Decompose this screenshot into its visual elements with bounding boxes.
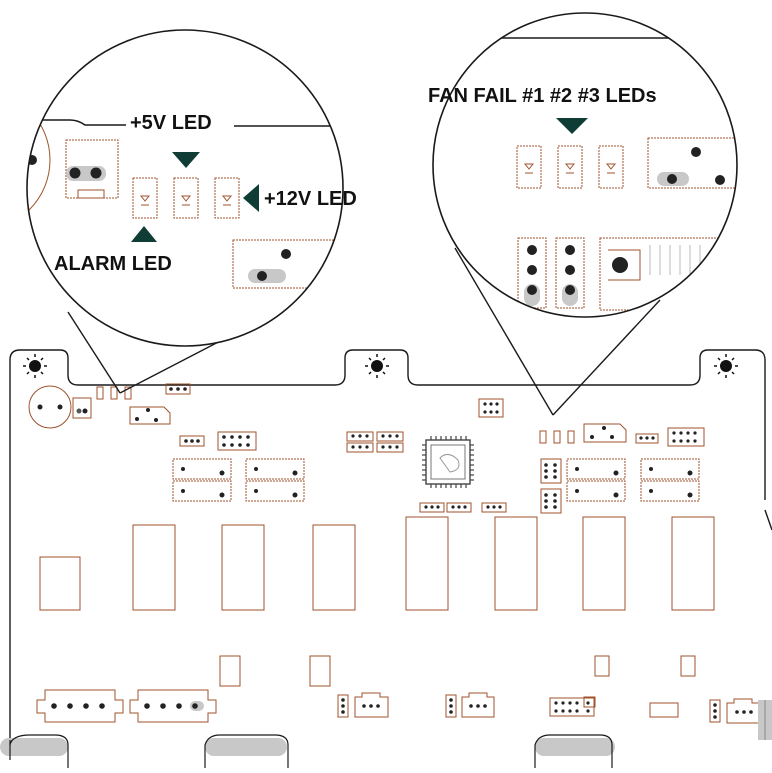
fan-fail-leds-label: FAN FAIL #1 #2 #3 LEDs <box>428 85 657 107</box>
small-pads <box>219 655 696 718</box>
fan-connector-right <box>583 423 627 443</box>
buzzer <box>28 385 72 429</box>
board-bottom-edge <box>0 700 772 768</box>
power-connector <box>129 689 217 723</box>
mosfet-cluster-left <box>172 458 305 502</box>
plus12v-arrow-icon <box>243 184 259 212</box>
plus5v-arrow-icon <box>172 152 200 168</box>
fan-fail-led-row <box>539 430 575 444</box>
drive-pads <box>39 516 715 611</box>
fan-fail-arrow-icon <box>556 118 588 134</box>
controller-chip <box>422 436 474 488</box>
mounting-hole <box>23 354 47 378</box>
mounting-hole <box>714 354 738 378</box>
mounting-hole <box>365 354 389 378</box>
vertical-headers <box>540 458 562 514</box>
jumper <box>635 427 705 447</box>
zoom-circle-left <box>26 29 344 347</box>
center-jumpers <box>346 398 504 453</box>
bottom-headers <box>337 692 761 724</box>
zoom-circle-right <box>432 12 738 318</box>
plus12v-led-label: +12V LED <box>264 188 357 210</box>
jumper <box>165 383 191 395</box>
board-outline <box>9 349 772 740</box>
alarm-arrow-icon <box>131 226 157 242</box>
led-row-left <box>96 386 132 400</box>
marker-arrows <box>131 118 588 242</box>
header-2x4 <box>217 431 257 451</box>
power-header <box>72 397 92 419</box>
plus5v-led-label: +5V LED <box>130 112 212 134</box>
power-connector <box>36 689 124 723</box>
fan-connector <box>129 406 171 425</box>
alarm-led-label: ALARM LED <box>54 253 172 275</box>
chip-jumpers <box>419 502 507 513</box>
jumper <box>179 435 205 447</box>
mosfet-cluster-right <box>566 458 700 502</box>
